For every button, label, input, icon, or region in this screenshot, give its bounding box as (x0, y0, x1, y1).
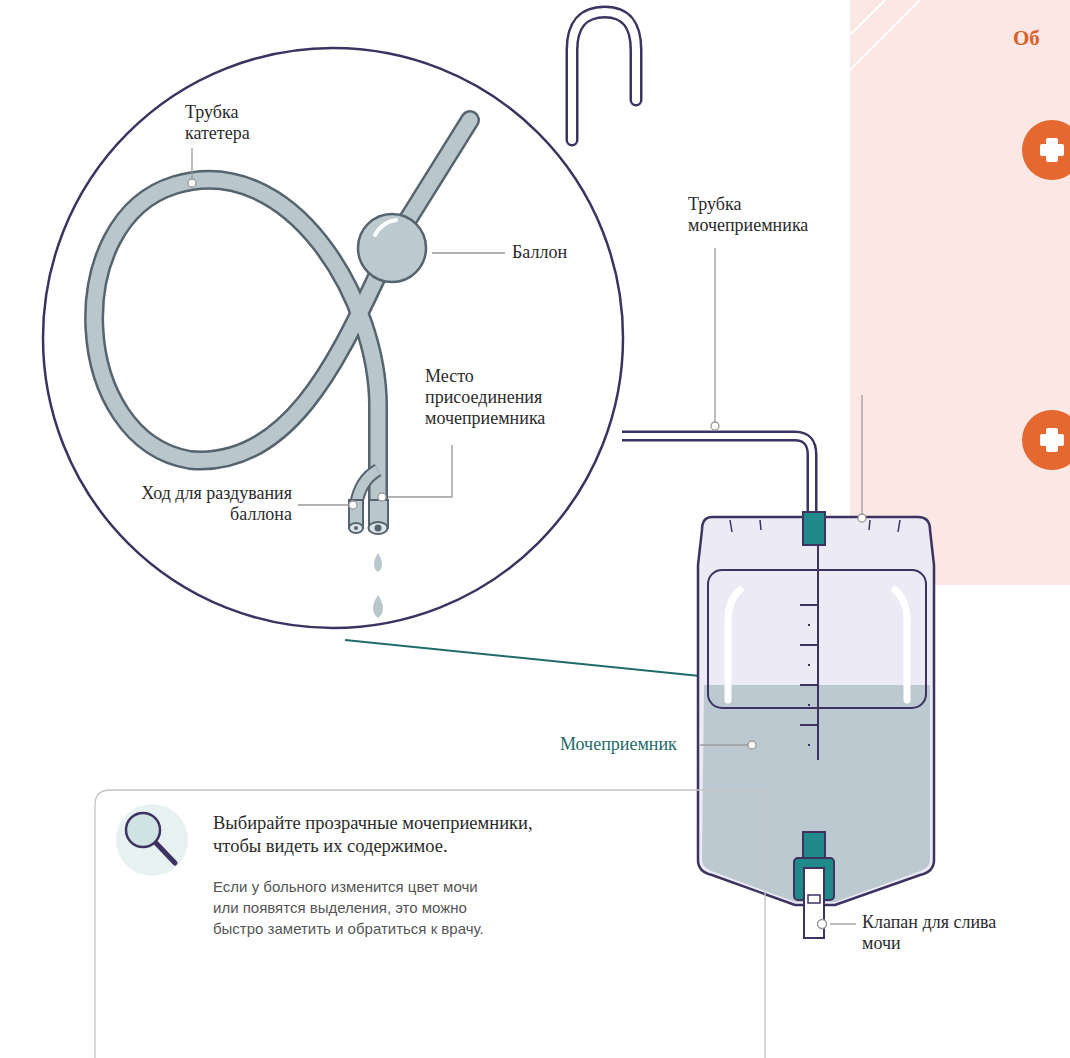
part-label: Трубка мочеприемника (688, 194, 838, 236)
scale-tick (800, 684, 818, 686)
note-panel-ground (850, 0, 1070, 585)
magnifier-icon (116, 804, 188, 876)
hanger-hook (572, 12, 636, 140)
scale-tick (800, 604, 818, 606)
part-label: Трубка катетера (185, 102, 295, 144)
zoom-link-line (345, 640, 700, 676)
scale-tick (800, 644, 818, 646)
scale-tick (800, 724, 818, 726)
plus-icon (1022, 120, 1070, 180)
part-label: Ход для раздувания баллона (120, 483, 292, 525)
scale-tick (808, 744, 810, 746)
callout-heading: Выбирайте прозрачные мочеприемники, чтоб… (213, 812, 558, 858)
tip-callout: Выбирайте прозрачные мочеприемники, чтоб… (95, 790, 765, 1058)
catheter (94, 120, 470, 618)
bag-label: Мочеприемник (560, 734, 694, 755)
panel-heading: Об (1013, 26, 1070, 50)
part-label: Клапан для слива мочи (862, 912, 1002, 954)
scale-tick (808, 624, 810, 626)
leader-lines (188, 148, 866, 924)
callout-body: Если у больного изменится цвет мочи или … (213, 876, 503, 939)
panel-stripes (850, 0, 920, 70)
note-panel: Об (850, 0, 1070, 585)
magnifier-circle (43, 48, 623, 628)
bag-tube (622, 436, 812, 515)
scale-tick (808, 704, 810, 706)
callout-outline (95, 790, 765, 1058)
plus-icon (1022, 410, 1070, 470)
part-label: Место присоединения мочеприемника (425, 366, 560, 429)
drainage-bag (698, 512, 934, 938)
hanger-hook (572, 12, 636, 140)
bag-tube (622, 436, 812, 515)
scale-tick (808, 664, 810, 666)
part-label: Баллон (512, 242, 622, 263)
